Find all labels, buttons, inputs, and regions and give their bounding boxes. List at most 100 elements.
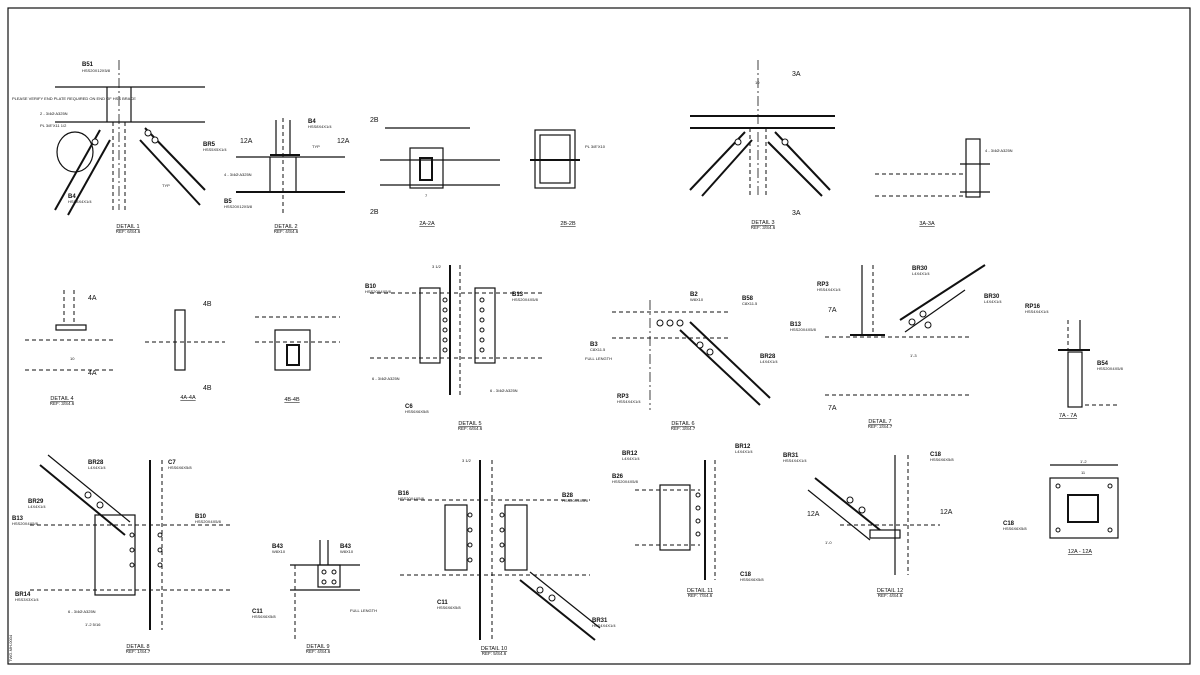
detail-title: DETAIL 10 — [481, 646, 507, 652]
sheet-side-note: TWG-MH-0004 — [8, 634, 13, 662]
detail-ref: REF: 6/S4.6 — [116, 229, 141, 234]
detail-2: 12A 12A B4 HSS8X4X1/4 4 - 3/4Ø A325N B5 … — [224, 118, 350, 234]
section-marker: 4B — [203, 385, 212, 392]
mark-size: HSS20X4X5/8 — [562, 498, 589, 503]
mark-size: HSS20X4X5/8 — [1097, 366, 1124, 371]
weld-note: TYP — [162, 183, 170, 188]
mark-size: HSS20X12X5/8 — [224, 204, 253, 209]
detail-title: 4B-4B — [284, 397, 300, 403]
detail-title: DETAIL 6 — [671, 421, 694, 427]
detail-8: BR28 L4X4X1/4 C7 HSS6X6X5/8 BR29 L4X4X1/… — [12, 454, 230, 654]
detail-3: 10 3A 3A DETAIL 3 REF: 3/S4.6 — [689, 60, 835, 230]
detail-10: B16 HSS20X4X5/8 B28 HSS20X4X5/8 C11 HSS6… — [398, 458, 616, 656]
mark-label: C7 — [168, 460, 176, 466]
mark-label: B43 — [272, 544, 284, 550]
mark-size: W8X10 — [272, 549, 286, 554]
detail-4: 4A 4A 10 DETAIL 4 REF: 3/S4.6 — [25, 290, 115, 406]
note: FULL LENGTH — [350, 608, 377, 613]
mark-label: B28 — [562, 493, 574, 499]
dimension: 10 — [755, 80, 760, 85]
detail-7: BR30 L4X4X1/4 BR30 L4X4X1/4 RP3 HSS4X4X1… — [790, 264, 1002, 429]
detail-11: BR12 L4X4X1/4 BR12 L4X4X1/4 B26 HSS20X4X… — [612, 444, 764, 598]
section-marker: 3A — [792, 71, 801, 78]
mark-label: RP3 — [817, 282, 829, 288]
mark-size: HSS6X6X5/8 — [252, 614, 276, 619]
mark-label: BR12 — [622, 451, 638, 457]
mark-size: HSS20X4X5/8 — [612, 479, 639, 484]
mark-size: L4X4X1/4 — [760, 359, 778, 364]
mark-label: BR5 — [203, 142, 216, 148]
mark-label: B4 — [68, 194, 76, 200]
mark-size: HSS6X6X5/8 — [405, 409, 429, 414]
mark-size: HSS6X6X5/8 — [740, 577, 764, 582]
mark-label: B13 — [790, 322, 802, 328]
detail-9: B43 W8X10 B43 W8X10 C11 HSS6X6X5/8 FULL … — [252, 540, 377, 654]
mark-label: B2 — [690, 292, 698, 298]
bolt-row — [442, 297, 485, 353]
mark-size: HSS20X4X5/8 — [790, 327, 817, 332]
mark-label: B5 — [224, 199, 232, 205]
mark-size: L4X4X1/4 — [622, 456, 640, 461]
section-4b: 4B-4B — [255, 316, 340, 403]
mark-label: B58 — [742, 296, 754, 302]
mark-size: HSS4X4X1/4 — [592, 623, 616, 628]
mark-label: B16 — [398, 491, 410, 497]
dimension: 11 — [1081, 470, 1086, 475]
section-marker: 7A — [828, 405, 837, 412]
mark-label: C6 — [405, 404, 413, 410]
mark-label: RP16 — [1025, 304, 1041, 310]
mark-size: HSS6X6X5/8 — [1003, 526, 1027, 531]
detail-ref: REF: 3/S4.6 — [751, 225, 776, 230]
section-marker: 12A — [807, 511, 820, 518]
mark-label: BR12 — [735, 444, 751, 450]
bolt-note: 6 - 3/4Ø A325N — [372, 376, 400, 381]
detail-title: DETAIL 11 — [687, 588, 713, 594]
detail-12: BR31 HSS4X4X1/4 C18 HSS6X6X5/8 12A 12A 1… — [783, 452, 954, 598]
section-4a: 4B 4B 4A-4A — [145, 301, 225, 401]
section-2b: PL 3/8"X10 2B-2B — [530, 129, 606, 227]
mark-size: HSS20X4X5/8 — [512, 297, 539, 302]
mark-size: L4X4X1/4 — [88, 465, 106, 470]
section-marker: 12A — [337, 138, 350, 145]
detail-title: DETAIL 1 — [116, 224, 139, 230]
mark-label: BR14 — [15, 592, 31, 598]
mark-label: B10 — [195, 514, 207, 520]
dimension: 1'-2 — [1080, 459, 1087, 464]
section-marker: 2B — [370, 117, 379, 124]
section-marker: 2B — [370, 209, 379, 216]
section-2a: 2B 2B 7 2A-2A — [370, 117, 500, 227]
note: PLEASE VERIFY END PLATE REQUIRED ON END … — [12, 96, 136, 101]
detail-title: DETAIL 8 — [126, 644, 149, 650]
mark-label: B13 — [12, 516, 24, 522]
mark-size: HSS4X4X1/4 — [617, 399, 641, 404]
mark-size: HSS8X4X1/4 — [68, 199, 92, 204]
dimension: 10 — [70, 356, 75, 361]
detail-ref: REF: 7/S4.6 — [688, 593, 713, 598]
bolt-note: 4 - 3/4Ø A325N — [985, 148, 1013, 153]
detail-title: DETAIL 3 — [751, 220, 774, 226]
bolt-note: 4 - 3/4Ø A325N — [224, 172, 252, 177]
section-marker: 4B — [203, 301, 212, 308]
mark-size: HSS6X6X5/8 — [437, 605, 461, 610]
mark-size: HSS5X5X1/4 — [203, 147, 227, 152]
detail-ref: REF: 4/S4.6 — [878, 593, 903, 598]
mark-size: L4X4X1/4 — [984, 299, 1002, 304]
mark-label: B54 — [1097, 361, 1109, 367]
dimension: 1'-3 — [910, 353, 917, 358]
dimension: 3 1/2 — [432, 264, 442, 269]
mark-label: C18 — [740, 572, 752, 578]
mark-size: HSS20X4X5/8 — [365, 289, 392, 294]
mark-label: BR28 — [760, 354, 776, 360]
section-marker: 3A — [792, 210, 801, 217]
mark-size: HSS6X6X5/8 — [930, 457, 954, 462]
mark-size: HSS3X3X1/4 — [15, 597, 39, 602]
detail-ref: REF: 4/S4.6 — [274, 229, 299, 234]
bolt-note: 6 - 3/4Ø A325N — [68, 609, 96, 614]
weld-note: TYP — [312, 144, 320, 149]
mark-label: B3 — [590, 342, 598, 348]
detail-title: DETAIL 4 — [50, 396, 73, 402]
mark-size: L4X4X1/4 — [735, 449, 753, 454]
detail-title: 2A-2A — [419, 221, 435, 227]
mark-size: HSS8X4X1/4 — [308, 124, 332, 129]
mark-size: HSS4X4X1/4 — [817, 287, 841, 292]
